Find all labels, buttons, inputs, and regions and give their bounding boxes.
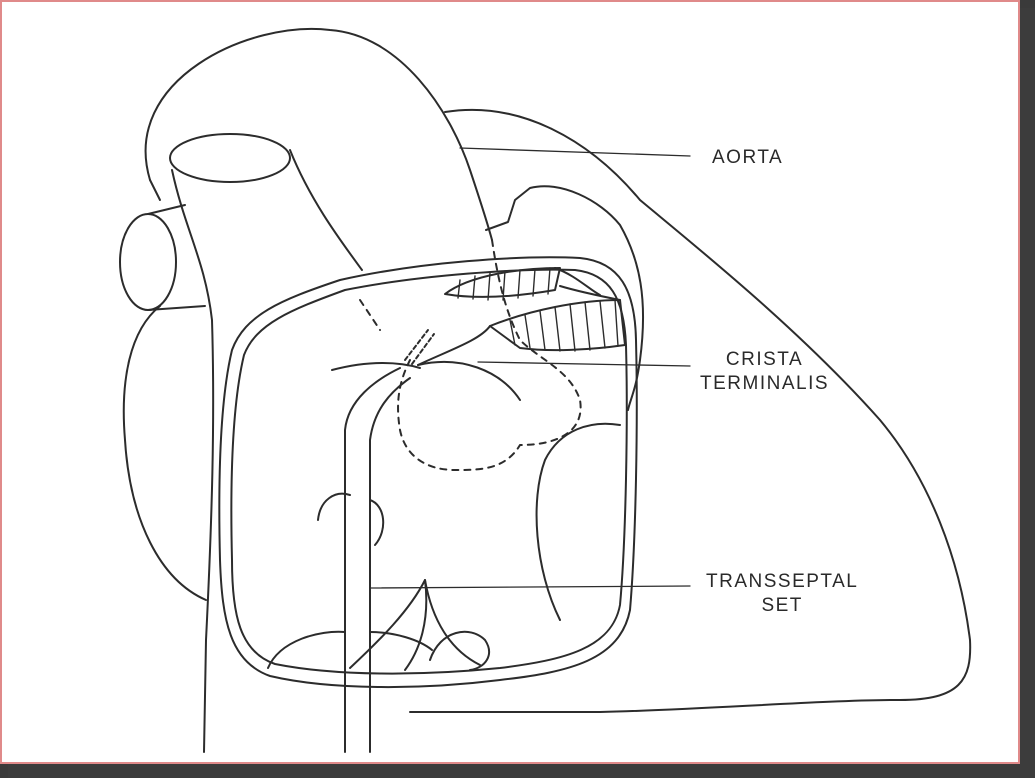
- transseptal-label-line2: SET: [706, 594, 858, 618]
- pectinate-line-c: [418, 326, 490, 365]
- aorta-label: AORTA: [712, 146, 783, 170]
- valve-leaflet-left: [350, 580, 426, 670]
- crista-terminalis-label: CRISTA TERMINALIS: [700, 348, 829, 396]
- crista-leader: [478, 362, 690, 366]
- atrium-inner-wall: [231, 270, 626, 674]
- crista-label-line1: CRISTA: [700, 348, 829, 372]
- eustachian-bulge: [318, 494, 383, 545]
- atrium-outer-wall: [219, 257, 636, 687]
- heart-outline: [410, 110, 970, 712]
- vessel-stump-end: [120, 214, 176, 310]
- transseptal-set-label: TRANSSEPTAL SET: [706, 570, 858, 618]
- transseptal-label-line1: TRANSSEPTAL: [706, 570, 858, 594]
- heart-diagram: [0, 0, 1020, 764]
- transseptal-sheath-right: [370, 378, 410, 752]
- aortic-arch-inner: [150, 180, 160, 200]
- crista-lower-hatch: [510, 300, 618, 351]
- svc-opening: [170, 134, 290, 182]
- svc-left-wall: [172, 170, 213, 752]
- transseptal-leader: [370, 586, 690, 588]
- fossa-ovalis-dashed: [360, 300, 380, 330]
- ivc-opening: [268, 632, 432, 668]
- septum-curve: [537, 424, 620, 620]
- svc-right-wall: [290, 150, 362, 270]
- left-heart-contour: [124, 306, 206, 600]
- aorta-leader: [460, 148, 690, 156]
- pectinate-line-b: [418, 362, 520, 400]
- frame-shadow-bottom: [8, 764, 1035, 778]
- crista-label-line2: TERMINALIS: [700, 372, 829, 396]
- pectinate-line-a: [332, 363, 420, 370]
- frame-shadow-right: [1020, 8, 1035, 778]
